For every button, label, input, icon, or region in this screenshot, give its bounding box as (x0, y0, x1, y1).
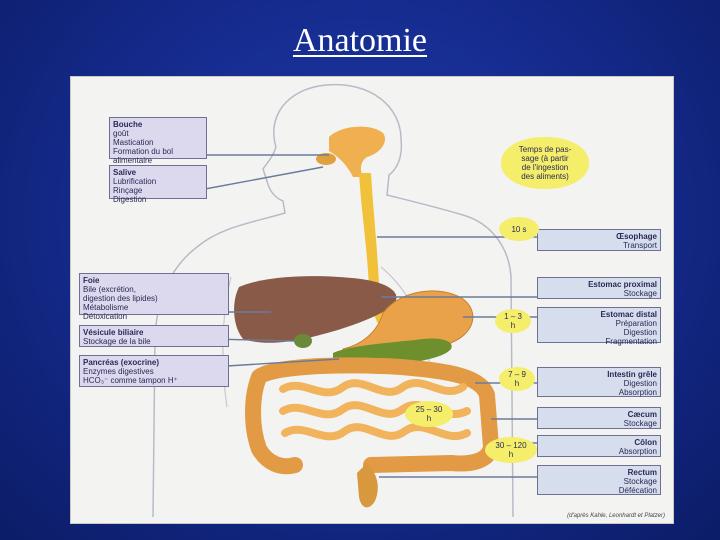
bubble-line: 1 – 3 (504, 312, 522, 321)
transit-bubble-1-3h: 1 – 3 h (495, 309, 531, 333)
gallbladder-shape (294, 334, 312, 348)
box-line: Formation du bol (113, 147, 174, 156)
box-title: Cæcum (627, 410, 657, 419)
transit-bubble-7-9h: 7 – 9 h (499, 367, 535, 391)
box-line: Défécation (618, 486, 657, 495)
box-title: Œsophage (616, 232, 657, 241)
bubble-line: 30 – 120 (495, 441, 527, 450)
box-estomac-proximal: Estomac proximal Stockage (537, 277, 661, 299)
box-line: HCO₃⁻ comme tampon H⁺ (83, 376, 178, 385)
transit-bubble-10s: 10 s (499, 217, 539, 241)
box-caecum: Cæcum Stockage (537, 407, 661, 429)
rectum-shape (357, 463, 378, 508)
box-line: Fragmentation (605, 337, 657, 346)
bubble-line: des aliments) (521, 172, 569, 181)
box-pancreas: Pancréas (exocrine) Enzymes digestives H… (79, 355, 229, 387)
bubble-line: h (426, 414, 432, 423)
bubble-line: h (508, 450, 514, 459)
bubble-line: de l'ingestion (521, 163, 569, 172)
colon-shape (245, 357, 500, 475)
box-line: Stockage de la bile (83, 337, 151, 346)
box-line: Transport (623, 241, 657, 250)
box-line: Stockage (623, 289, 657, 298)
box-title: Bouche (113, 120, 143, 129)
box-line: digestion des lipides) (83, 294, 158, 303)
box-line: Métabolisme (83, 303, 129, 312)
box-title: Intestin grêle (607, 370, 657, 379)
box-line: alimentaire (113, 156, 153, 165)
box-rectum: Rectum Stockage Défécation (537, 465, 661, 495)
box-title: Rectum (627, 468, 657, 477)
transit-time-bubble: Temps de pas- sage (à partir de l'ingest… (501, 137, 589, 189)
liver-shape (234, 276, 397, 343)
bubble-line: h (514, 379, 520, 388)
bubble-line: sage (à partir (521, 154, 569, 163)
box-line: Lubrification (113, 177, 157, 186)
box-line: Mastication (113, 138, 154, 147)
box-line: Digestion (113, 195, 147, 204)
bubble-line: 7 – 9 (508, 370, 526, 379)
box-oesophage: Œsophage Transport (537, 229, 661, 251)
esophagus-shape (359, 173, 389, 327)
bubble-line: Temps de pas- (518, 145, 572, 154)
box-line: Préparation (615, 319, 657, 328)
salivary-gland (316, 153, 336, 165)
box-line: Stockage (623, 477, 657, 486)
box-salive: Salive Lubrification Rinçage Digestion (109, 165, 207, 204)
bubble-line: 25 – 30 (415, 405, 443, 414)
box-title: Foie (83, 276, 100, 285)
box-foie: Foie Bile (excrétion, digestion des lipi… (79, 273, 229, 321)
box-title: Vésicule biliaire (83, 328, 144, 337)
pharynx-shape (329, 126, 386, 177)
box-line: Digestion (623, 379, 657, 388)
box-line: Stockage (623, 419, 657, 428)
box-title: Estomac proximal (588, 280, 657, 289)
box-line: Absorption (618, 447, 657, 456)
box-line: Enzymes digestives (83, 367, 154, 376)
transit-bubble-30-120h: 30 – 120 h (485, 437, 537, 463)
box-line: Détoxication (83, 312, 128, 321)
box-line: Digestion (623, 328, 657, 337)
box-title: Côlon (634, 438, 657, 447)
transit-bubble-25-30h: 25 – 30 h (405, 401, 453, 427)
box-vesicule-biliaire: Vésicule biliaire Stockage de la bile (79, 325, 229, 347)
box-line: goût (113, 129, 129, 138)
box-title: Salive (113, 168, 137, 177)
box-line: Bile (excrétion, (83, 285, 136, 294)
box-colon: Côlon Absorption (537, 435, 661, 457)
bubble-line: 10 s (511, 224, 527, 234)
bubble-line: h (510, 321, 516, 330)
slide-title: Anatomie (292, 22, 428, 59)
box-estomac-distal: Estomac distal Préparation Digestion Fra… (537, 307, 661, 346)
box-title: Estomac distal (600, 310, 657, 319)
box-line: Rinçage (113, 186, 143, 195)
box-intestin-grele: Intestin grêle Digestion Absorption (537, 367, 661, 397)
box-bouche: Bouche goût Mastication Formation du bol… (109, 117, 207, 165)
figure-credit: (d'après Kahle, Leonhardt et Platzer) (567, 513, 665, 519)
box-title: Pancréas (exocrine) (83, 358, 160, 367)
digestive-system-figure: Bouche goût Mastication Formation du bol… (70, 76, 674, 524)
box-line: Absorption (618, 388, 657, 397)
